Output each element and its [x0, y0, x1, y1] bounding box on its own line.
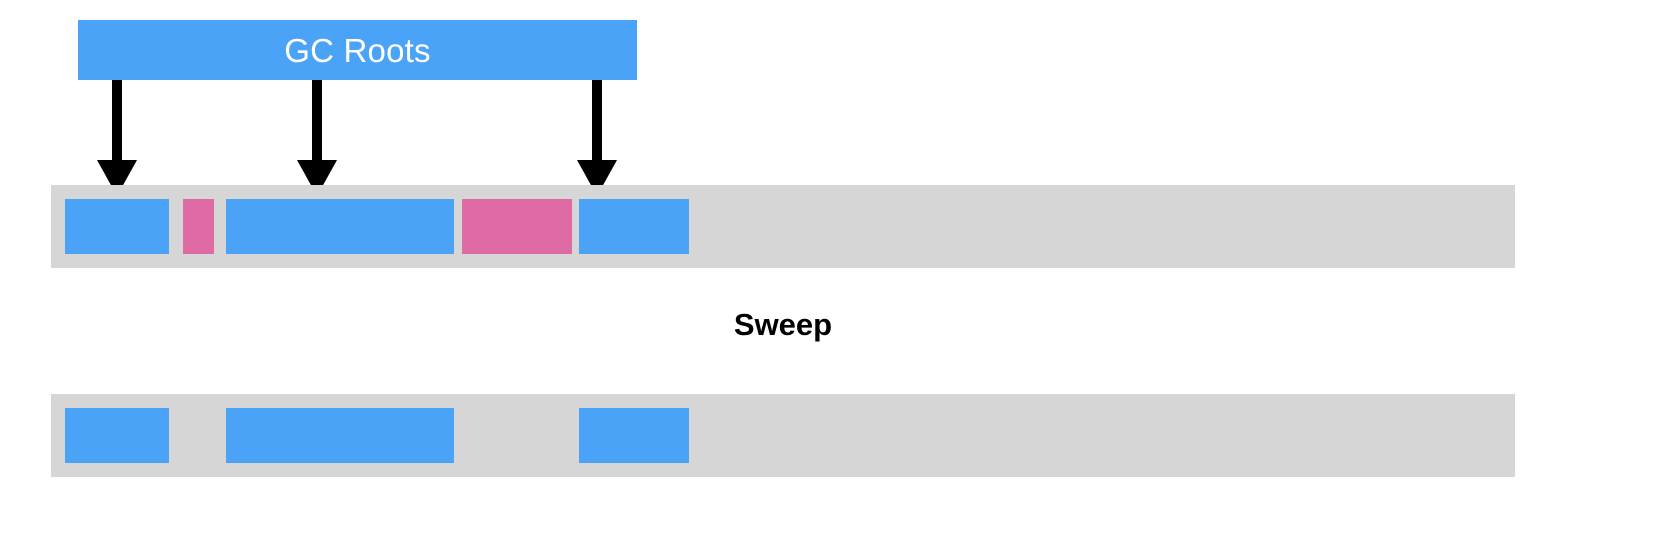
heap-block-3 [226, 199, 454, 254]
heap-block-5 [579, 408, 689, 463]
arrow-to-block-5 [577, 80, 617, 196]
heap-block-1 [65, 408, 169, 463]
gc-roots-box: GC Roots [78, 20, 637, 80]
sweep-caption: Sweep [733, 307, 833, 342]
gc-roots-label: GC Roots [284, 31, 431, 69]
heap-block-3 [226, 408, 454, 463]
arrow-to-block-1 [97, 80, 137, 196]
heap-block-2 [183, 199, 214, 254]
heap-before-sweep [51, 185, 1515, 268]
arrow-to-block-3 [297, 80, 337, 196]
heap-block-1 [65, 199, 169, 254]
heap-after-sweep [51, 394, 1515, 477]
heap-block-4 [462, 199, 572, 254]
heap-block-5 [579, 199, 689, 254]
